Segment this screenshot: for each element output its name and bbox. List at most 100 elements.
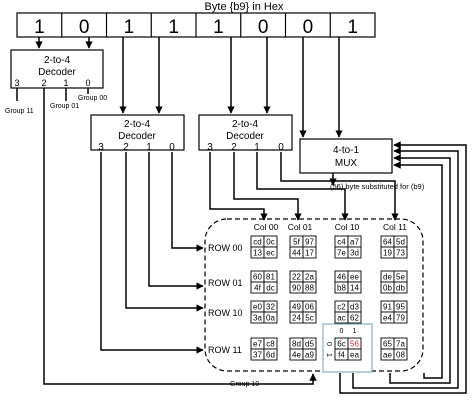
decoder-box (10, 49, 104, 89)
sbox-byte-value: dc (266, 284, 274, 293)
decoder-output-3: 3 (98, 142, 104, 153)
sbox-byte-cell (347, 246, 362, 259)
sbox-byte-value: 08 (396, 351, 405, 360)
wire-row-01 (148, 152, 204, 290)
wire-group10 (43, 88, 317, 385)
sbox-byte-value: 6c (337, 340, 345, 349)
sbox-byte-value: 81 (266, 273, 275, 282)
decoder-output-3: 3 (14, 78, 19, 88)
sbox-byte-value: 0b (383, 284, 392, 293)
sbox-byte-value: 24 (292, 314, 301, 323)
decoder-output-2: 2 (231, 142, 237, 153)
bit-value: 0 (258, 17, 269, 38)
sbox-byte-value: 46 (337, 273, 346, 282)
sub-row-label: 1 (325, 353, 332, 357)
sbox-byte-value: c2 (337, 303, 346, 312)
wire-col-01 (233, 152, 302, 221)
sbox-byte-value: 37 (253, 351, 262, 360)
group-00-label: Group 00 (78, 95, 107, 102)
sbox-byte-value: ec (266, 249, 274, 258)
decoder-title-line2: Decoder (118, 131, 156, 142)
sbox-byte-value: a7 (350, 238, 359, 247)
sbox-byte-value: 64 (383, 238, 392, 247)
sbox-byte-value: 97 (305, 238, 314, 247)
bit-value: 1 (347, 17, 358, 38)
decoder-output-1: 1 (254, 142, 260, 153)
sub-col-label: 0 (340, 328, 344, 335)
sbox-byte-value: 0a (266, 314, 275, 323)
row-label: ROW 00 (208, 243, 243, 253)
sbox-byte-value: c8 (266, 340, 275, 349)
decoder-title-line1: 2-to-4 (44, 55, 71, 66)
decoder-title-line2: Decoder (38, 67, 76, 78)
sbox-byte-value: c4 (337, 238, 346, 247)
sbox-byte-value: 5f (293, 238, 300, 247)
sbox-byte-value: 6d (266, 351, 275, 360)
sbox-byte-value: ac (337, 314, 345, 323)
sbox-byte-value: 8d (292, 340, 301, 349)
sbox-byte-value: 13 (253, 249, 262, 258)
decoder-output-2: 2 (123, 142, 129, 153)
sbox-byte-value: b8 (337, 284, 346, 293)
sbox-byte-value: ae (383, 351, 392, 360)
sbox-byte-value: 73 (396, 249, 405, 258)
decoder-output-0: 0 (169, 142, 175, 153)
sbox-byte-value: 5e (396, 273, 405, 282)
mux-title-line2: MUX (335, 158, 358, 169)
sbox-byte-value: 44 (292, 249, 301, 258)
diagram-title: Byte {b9} in Hex (205, 1, 284, 13)
sbox-byte-cell (263, 348, 278, 361)
sbox-byte-cell (263, 311, 278, 324)
sbox-byte-cell (393, 311, 408, 324)
decoder-box (198, 114, 293, 151)
decoder-output-1: 1 (146, 142, 152, 153)
sbox-byte-cell (302, 281, 317, 294)
wire-row-11 (100, 152, 204, 354)
bit-value: 1 (124, 17, 135, 38)
sbox-byte-value: 0c (266, 238, 274, 247)
sbox-byte-value: 06 (305, 303, 314, 312)
sbox-byte-value: 17 (305, 249, 314, 258)
sbox-byte-value: 65 (383, 340, 392, 349)
row-label: ROW 01 (208, 278, 243, 288)
sbox-byte-value: e0 (253, 303, 262, 312)
bit-value: 1 (34, 17, 45, 38)
sbox-byte-value: ea (350, 351, 359, 360)
bit-value: 1 (168, 17, 179, 38)
sbox-byte-value: cd (253, 238, 261, 247)
sbox-byte-value: 4f (254, 284, 261, 293)
wire-mux-feed-1 (339, 141, 467, 394)
wire-row-10 (125, 152, 204, 312)
sub-col-label: 1 (353, 328, 357, 335)
sbox-byte-value: 22 (292, 273, 301, 282)
sbox-byte-value: 2a (305, 273, 314, 282)
sub-row-label: 0 (325, 342, 332, 346)
wire-col-00 (209, 152, 268, 221)
sbox-byte-value: 90 (292, 284, 301, 293)
sbox-byte-cell (302, 348, 317, 361)
col-label: Col 01 (288, 222, 313, 232)
sbox-byte-value: 19 (383, 249, 392, 258)
sbox-byte-value: 32 (266, 303, 275, 312)
wires (16, 37, 467, 394)
col-label: Col 11 (383, 222, 407, 232)
sbox-byte-value: 79 (396, 314, 405, 323)
sbox-byte-cell (263, 281, 278, 294)
sbox-byte-value: 5c (305, 314, 313, 323)
wire-mux-feed-2 (352, 147, 459, 389)
sbox-byte-value: e7 (253, 340, 262, 349)
sbox-byte-cell (347, 281, 362, 294)
mux-note: (56) byte substituted for (b9) (330, 182, 425, 191)
sbox-byte-cell (393, 246, 408, 259)
bit-value: 1 (213, 17, 224, 38)
sbox-byte-cell (393, 348, 408, 361)
decoder-title-line1: 2-to-4 (124, 119, 151, 130)
wire-col-11 (280, 152, 399, 221)
group-01-label: Group 01 (50, 103, 79, 110)
sbox-byte-value: db (396, 284, 405, 293)
sbox-byte-cell (302, 311, 317, 324)
sbox-byte-value: 88 (305, 284, 314, 293)
decoder-output-2: 2 (41, 78, 46, 88)
